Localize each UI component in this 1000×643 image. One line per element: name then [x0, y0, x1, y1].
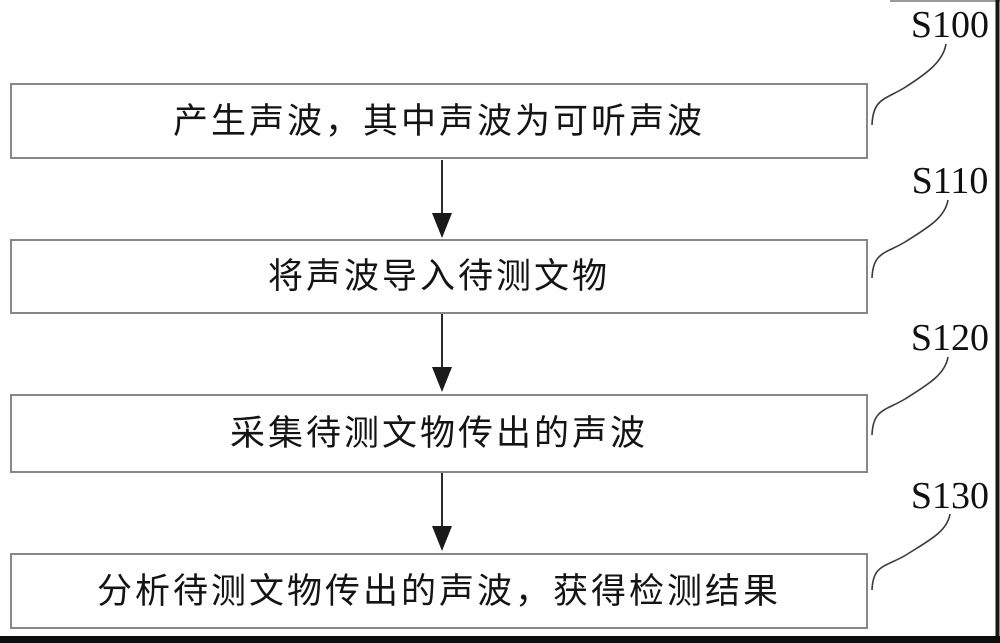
step-box-s130: 分析待测文物传出的声波，获得检测结果: [10, 553, 868, 629]
step-text-s130: 分析待测文物传出的声波，获得检测结果: [96, 571, 781, 611]
step-label-s120: S120: [910, 317, 990, 359]
step-box-s110: 将声波导入待测文物: [10, 239, 868, 314]
step-text-s110: 将声波导入待测文物: [267, 257, 610, 296]
flow-arrow-3: [432, 473, 452, 551]
leader-line-s100: [871, 43, 947, 126]
flow-arrow-2: [432, 314, 452, 392]
step-label-s110: S110: [911, 160, 989, 202]
step-label-s130: S130: [910, 475, 990, 517]
page-bottom-rule: [0, 636, 1000, 643]
step-label-s100: S100: [910, 4, 990, 46]
step-text-s120: 采集待测文物传出的声波: [229, 414, 648, 453]
leader-line-s110: [871, 199, 949, 279]
step-box-s120: 采集待测文物传出的声波: [10, 394, 868, 473]
leader-line-s120: [871, 356, 949, 436]
step-text-s100: 产生声波，其中声波为可听声波: [172, 101, 705, 141]
step-box-s100: 产生声波，其中声波为可听声波: [10, 83, 868, 159]
flow-arrow-1: [432, 160, 452, 238]
leader-line-s130: [871, 513, 951, 591]
